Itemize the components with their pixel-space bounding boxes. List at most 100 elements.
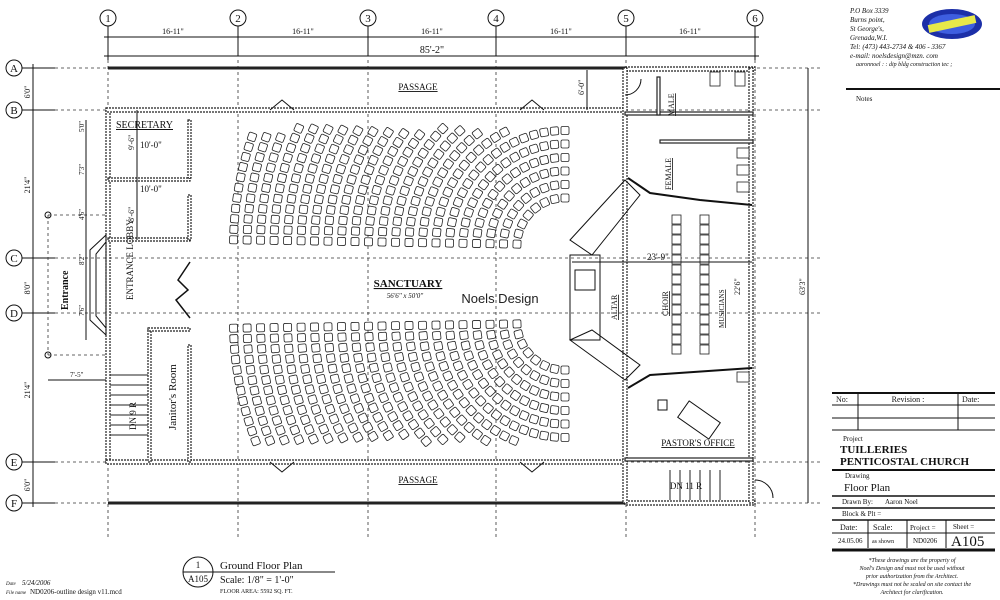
seat	[510, 390, 521, 401]
seat	[396, 362, 407, 373]
label-janitors-room: Janitor's Room	[167, 364, 179, 430]
seat	[472, 239, 481, 248]
seat	[316, 184, 327, 194]
seat	[397, 156, 408, 167]
seat	[399, 185, 410, 196]
seat	[378, 165, 389, 176]
seat	[549, 153, 560, 163]
seat	[528, 414, 540, 425]
seat	[435, 206, 446, 217]
seat	[367, 126, 379, 137]
seat	[549, 364, 560, 374]
label-entrance: Entrance	[60, 270, 71, 310]
seat	[324, 153, 336, 165]
contact-line: Burns point,	[850, 16, 885, 24]
seat	[484, 171, 496, 183]
row-bubble-b: B	[5, 101, 23, 119]
choir-seat	[671, 344, 682, 355]
seat	[430, 426, 442, 438]
seat	[349, 164, 361, 175]
disclaimer-line: Noel's Design and must not be used witho…	[858, 566, 964, 572]
choir-seat	[671, 244, 682, 255]
seat	[560, 180, 570, 189]
seat	[310, 332, 320, 343]
choir-stalls	[671, 214, 710, 355]
seat	[243, 344, 253, 354]
seat	[351, 342, 362, 352]
seat	[265, 395, 276, 406]
seat	[378, 342, 389, 352]
seat	[471, 128, 483, 140]
seat	[529, 399, 540, 411]
seat	[297, 215, 307, 225]
seat	[341, 363, 352, 374]
seat	[439, 140, 451, 152]
seat	[244, 354, 254, 365]
seat	[365, 342, 375, 352]
seat	[424, 196, 435, 207]
disclaimer-line: prior authorization from the Architect.	[865, 573, 958, 580]
seat	[394, 206, 405, 216]
revision-date-label: Date:	[962, 395, 979, 404]
seat	[560, 153, 570, 162]
seat	[235, 172, 246, 183]
label-musicians: MUSICIANS	[718, 289, 726, 328]
seat	[323, 332, 334, 342]
seat	[458, 320, 468, 330]
dim-row-d-e: 21'4"	[23, 382, 32, 399]
seat	[385, 185, 396, 196]
plan-sheet: A105	[188, 574, 208, 584]
seat	[273, 193, 283, 204]
seat	[382, 127, 394, 138]
label-choir: CHOIR	[661, 290, 670, 316]
seat	[284, 214, 294, 225]
seat	[311, 343, 321, 353]
seat	[269, 225, 279, 235]
seat	[229, 334, 239, 344]
seat	[275, 425, 286, 436]
seat	[282, 405, 293, 416]
seat	[417, 147, 429, 159]
seat	[326, 353, 336, 363]
label-stair-right: DN 11 R	[670, 481, 702, 491]
seat	[487, 368, 499, 379]
seat	[296, 153, 307, 164]
seat	[243, 214, 253, 224]
seat	[482, 359, 493, 370]
dim-col-3-4: 16-11"	[421, 27, 443, 36]
seat	[242, 333, 252, 344]
seat	[412, 156, 424, 168]
seat	[499, 126, 510, 138]
seat	[343, 413, 354, 424]
choir-seat	[671, 284, 682, 295]
contact-line: St George's,	[850, 25, 884, 33]
seat	[449, 150, 461, 162]
row-bubble-d: D	[5, 304, 23, 322]
seat	[268, 405, 279, 416]
project-name-line2: PENTICOSTAL CHURCH	[840, 456, 970, 468]
seat	[449, 406, 461, 418]
sanctuary-seating	[229, 123, 570, 447]
seat	[300, 414, 311, 425]
choir-seat	[699, 314, 710, 325]
seat	[374, 382, 385, 393]
seat	[337, 124, 349, 136]
seat	[449, 350, 460, 361]
seat	[481, 137, 493, 149]
seat	[289, 424, 300, 436]
seat	[293, 163, 304, 174]
seat	[382, 430, 394, 441]
seat	[456, 142, 468, 154]
seat	[528, 428, 539, 439]
seat	[311, 215, 321, 225]
seat	[321, 394, 332, 405]
seat	[279, 162, 290, 173]
seat	[326, 205, 336, 215]
seat	[458, 159, 470, 171]
seat	[357, 373, 368, 384]
seat	[473, 144, 485, 156]
seat	[360, 174, 371, 185]
dim-row-a-b: 6'0"	[23, 86, 32, 99]
seat	[403, 175, 414, 187]
seat	[413, 186, 425, 197]
